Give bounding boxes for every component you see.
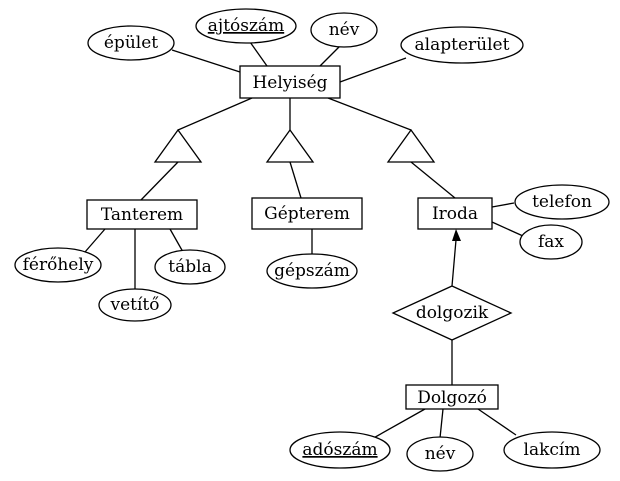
attribute-epulet: épület [87,25,175,61]
attribute-label-lakcim: lakcím [524,440,581,460]
isa-triangle-iroda [386,128,436,163]
edge-isa-tanterem [139,161,179,202]
entity-dolgozo: Dolgozó [405,384,499,410]
connector-lines [84,41,524,441]
edge-alapterulet-helyiseg [339,57,407,83]
attribute-label-ferohely: férőhely [23,255,94,275]
attribute-tabla: tábla [154,249,226,285]
attribute-lakcim: lakcím [503,431,601,469]
entity-gepterem: Gépterem [251,197,363,230]
entity-tanterem: Tanterem [86,199,198,230]
edge-dolgozo-adoszam [369,408,426,441]
isa-triangle-gepterem [265,128,315,163]
attribute-nev-helyiseg: név [310,12,378,48]
attribute-ferohely: férőhely [14,247,102,283]
entity-label-helyiseg: Helyiség [252,73,327,93]
attribute-label-vetito: vetítő [110,295,160,315]
entity-iroda: Iroda [417,197,493,230]
edge-nev-helyiseg [319,45,341,67]
edge-iroda-fax [491,221,524,237]
edge-iroda-telefon [491,202,515,208]
attribute-label-fax: fax [538,232,564,252]
entity-label-dolgozo: Dolgozó [417,388,487,408]
edge-helyiseg-isa-tanterem [177,97,253,131]
attribute-gepszam: gépszám [266,253,358,289]
attribute-label-gepszam: gépszám [274,261,350,281]
attribute-adoszam: adószám [289,431,391,469]
attribute-label-epulet: épület [104,33,158,53]
edge-tanterem-ferohely [84,228,106,253]
relationship-dolgozik: dolgozik [391,285,513,341]
edge-dolgozo-nev [439,408,444,439]
attribute-vetito: vetítő [98,288,172,322]
attribute-label-telefon: telefon [532,192,592,212]
edge-isa-iroda [410,161,456,199]
attribute-fax: fax [519,224,583,260]
edge-ajtoszam-helyiseg [249,41,268,67]
attribute-ajtoszam: ajtószám [195,8,297,44]
attribute-label-alapterulet: alapterület [415,35,510,55]
edge-dolgozo-lakcim [477,408,517,436]
entity-label-tanterem: Tanterem [101,205,183,225]
edge-epulet-helyiseg [171,49,241,73]
entity-helyiseg: Helyiség [239,65,341,99]
attribute-label-nev-dolgozo: név [425,444,456,464]
attribute-label-adoszam: adószám [302,440,377,460]
edge-tanterem-tabla [169,228,184,253]
entity-label-iroda: Iroda [432,204,478,224]
edge-isa-gepterem [289,161,302,199]
entity-label-gepterem: Gépterem [264,204,350,224]
relationship-label-dolgozik: dolgozik [416,303,489,323]
attribute-label-ajtoszam: ajtószám [208,16,284,36]
attribute-nev-dolgozo: név [406,436,474,472]
isa-triangle-tanterem [153,128,203,163]
edge-helyiseg-isa-iroda [327,97,412,131]
attribute-label-nev-helyiseg: név [329,20,360,40]
edge-dolgozik-iroda [451,239,457,287]
attribute-label-tabla: tábla [168,257,211,277]
arrow-head-icon [452,229,461,241]
attribute-alapterulet: alapterület [400,26,524,64]
attribute-telefon: telefon [514,184,610,220]
